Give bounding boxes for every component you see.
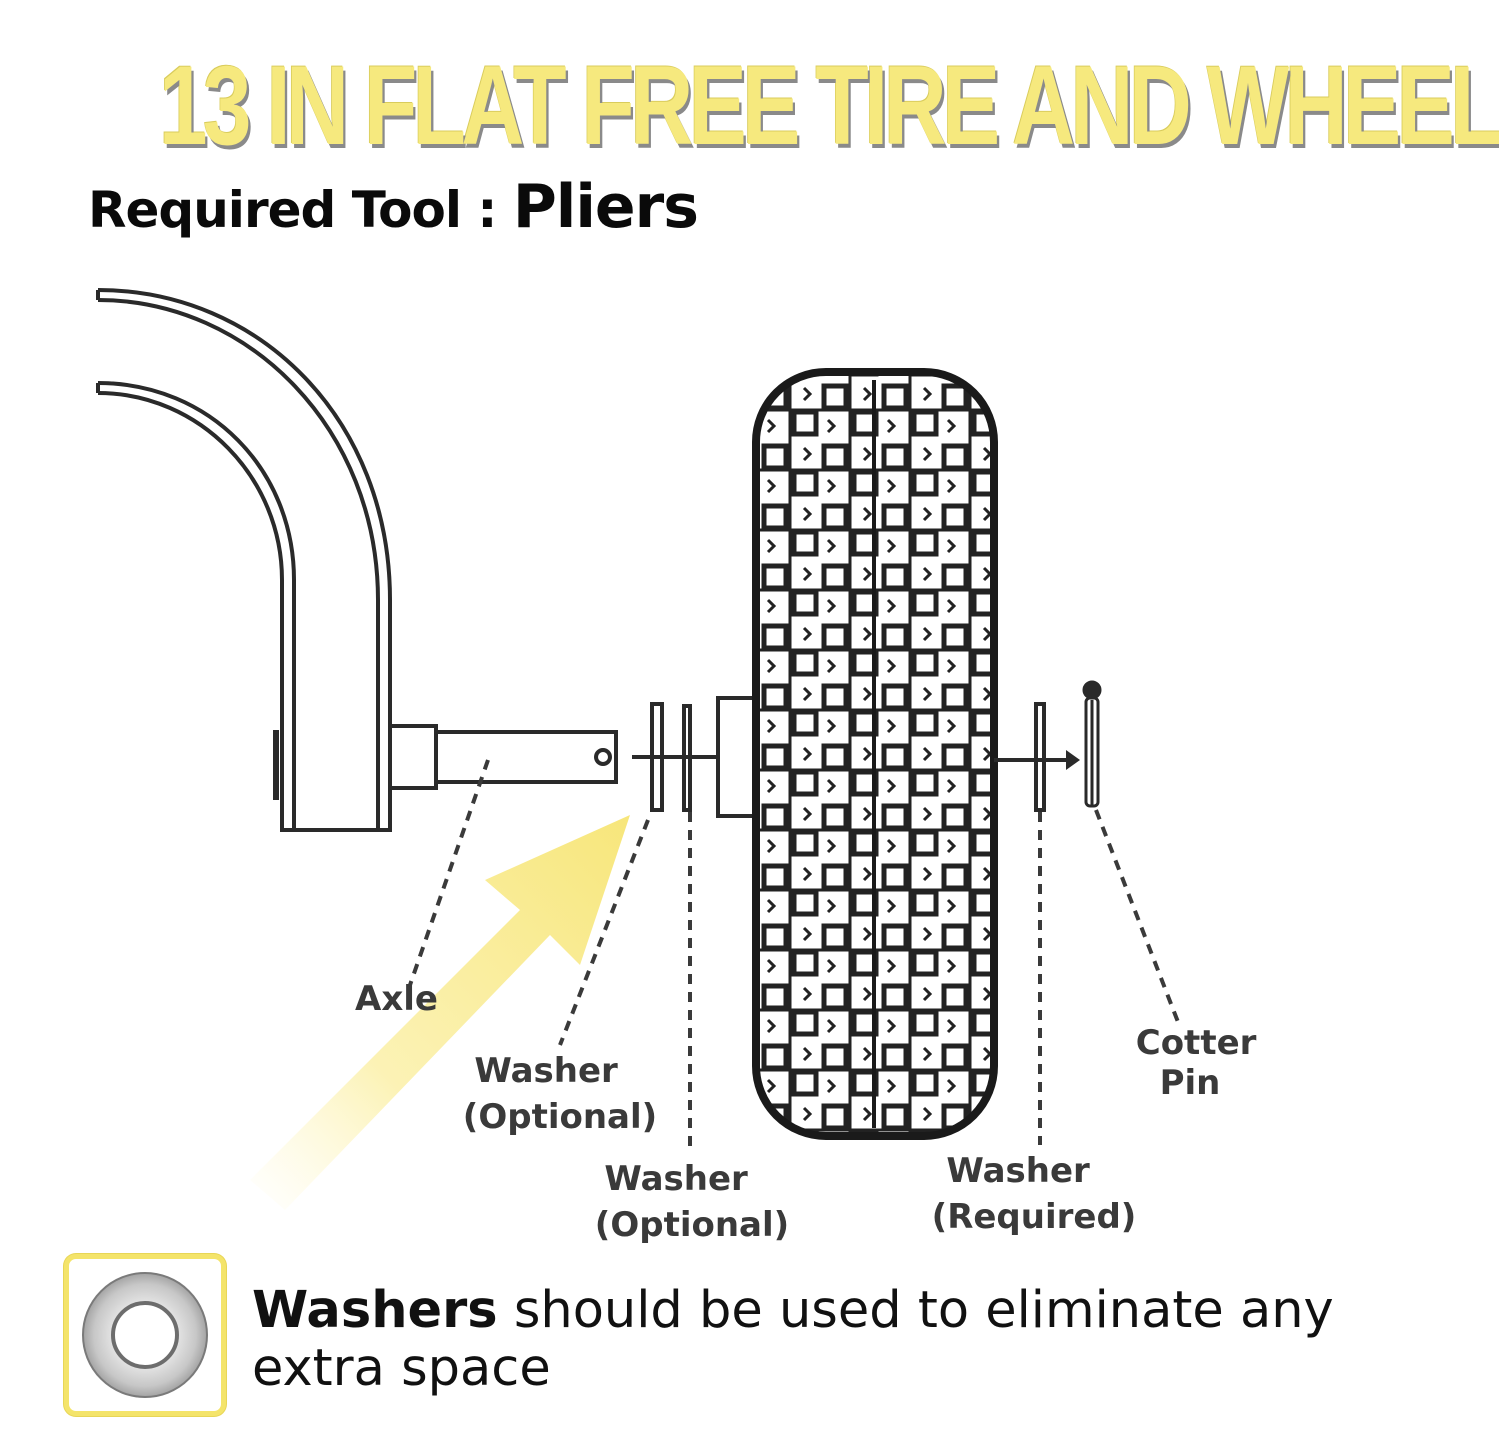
svg-text:Washer (Optional): Washer (Optional) <box>595 1159 789 1245</box>
washer-icon <box>82 1272 208 1398</box>
washer-note-rest: should be used to eliminate any extra sp… <box>252 1281 1334 1398</box>
cotter-pin-part <box>1082 680 1102 808</box>
axle-label: Axle <box>355 979 438 1019</box>
washer-optional-1-line2: (Optional) <box>463 1097 657 1137</box>
frame-fork <box>96 288 392 832</box>
axle-part <box>388 724 618 790</box>
page-title: 13 IN FLAT FREE TIRE AND WHEEL <box>158 43 1499 168</box>
assembly-diagram: Axle Washer (Optional) Washer (Optional)… <box>96 288 1269 1245</box>
svg-text:Cotter Pin: Cotter Pin <box>1136 1023 1269 1103</box>
cotter-pin-line2: Pin <box>1160 1063 1221 1103</box>
cotter-pin-line1: Cotter <box>1136 1023 1257 1063</box>
highlight-arrow-icon <box>250 815 630 1210</box>
washer-note-bold: Washers <box>252 1281 498 1340</box>
washer-required-line1: Washer <box>946 1151 1090 1191</box>
required-tool: Required Tool : Pliers <box>88 172 699 242</box>
washer-optional-2-line1: Washer <box>604 1159 748 1199</box>
washer-optional-1-line1: Washer <box>474 1051 618 1091</box>
wheel-hub <box>716 696 760 818</box>
required-tool-value: Pliers <box>512 172 699 242</box>
leader-lines <box>408 759 1180 1150</box>
required-tool-label: Required Tool : <box>88 181 513 239</box>
washer-required-line2: (Required) <box>932 1197 1137 1237</box>
washer-icon-box <box>64 1254 226 1416</box>
washer-part-3 <box>1034 702 1046 812</box>
tire <box>752 368 998 1140</box>
svg-text:Washer (Required): Washer (Required) <box>932 1151 1137 1237</box>
washer-note: Washers should be used to eliminate any … <box>252 1282 1422 1398</box>
washer-optional-2-line2: (Optional) <box>595 1205 789 1245</box>
svg-text:Washer (Optional): Washer (Optional) <box>463 1051 657 1137</box>
